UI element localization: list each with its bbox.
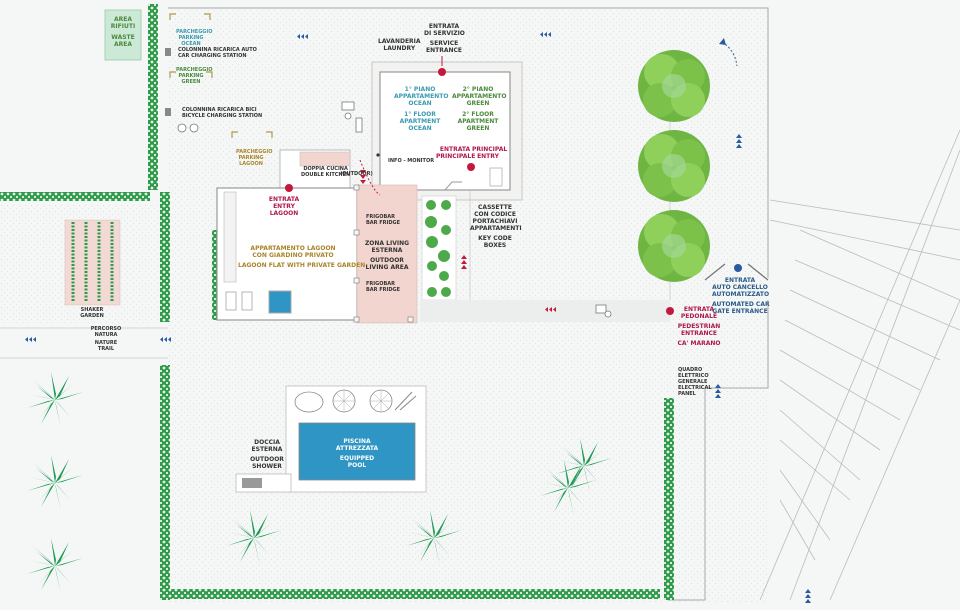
waste-area-label: AREA RIFIUTI WASTE AREA bbox=[110, 16, 136, 49]
outdoor-tag-label: (OUTDOOR) bbox=[340, 171, 373, 177]
info-monitor-label: INFO - MONITOR bbox=[388, 158, 435, 164]
